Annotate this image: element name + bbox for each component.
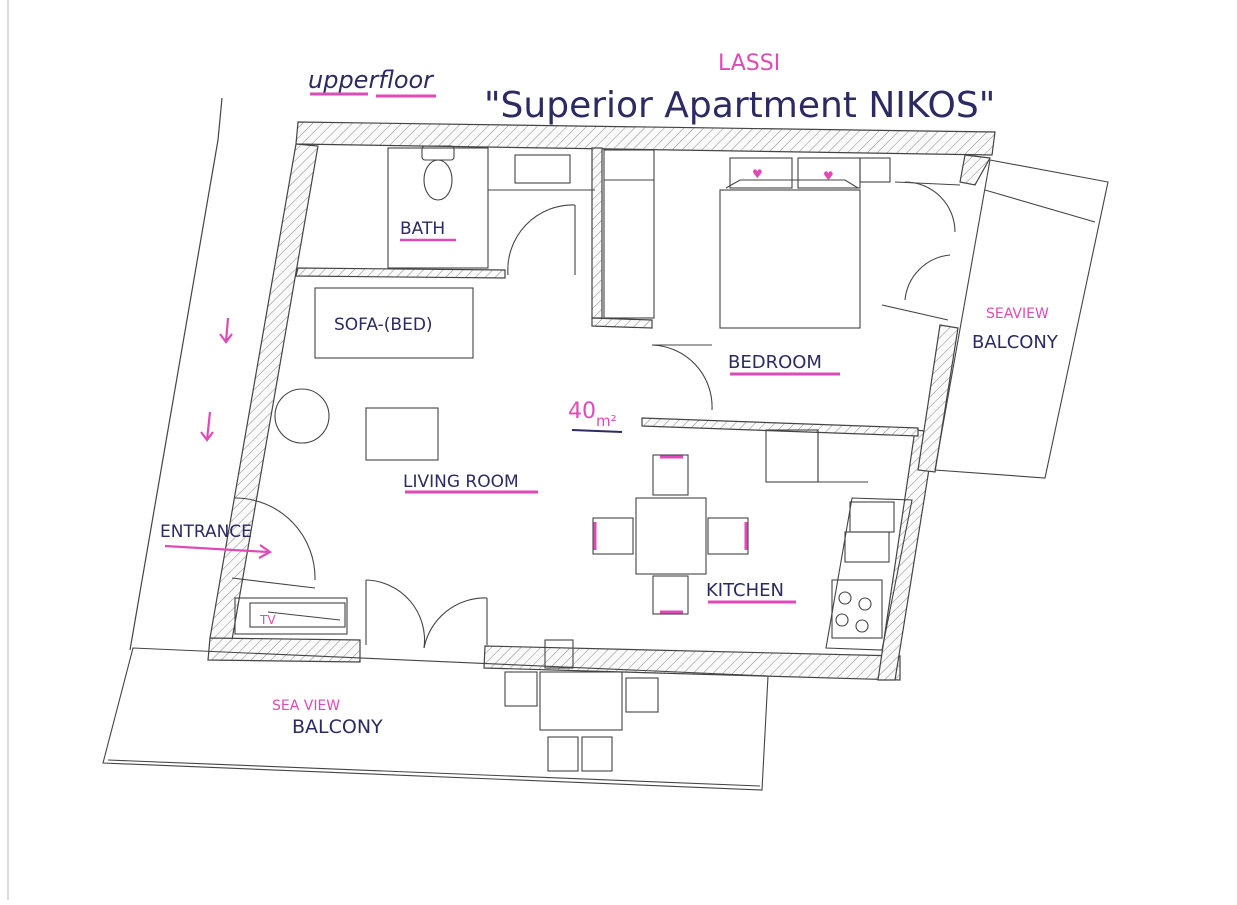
heart-icon: ♥ bbox=[752, 167, 763, 181]
walls bbox=[207, 121, 996, 681]
room-label-bath: BATH bbox=[400, 219, 445, 239]
right-balcony-note: SEAVIEW bbox=[986, 306, 1049, 322]
right-balcony-label: BALCONY bbox=[972, 332, 1059, 353]
street-line-outer bbox=[129, 139, 219, 651]
room-label-kitchen: KITCHEN bbox=[706, 580, 784, 601]
page-title: "Superior Apartment NIKOS" bbox=[484, 85, 995, 126]
location-label: LASSI bbox=[718, 51, 780, 76]
bottom-balcony-label: BALCONY bbox=[292, 716, 383, 738]
tv-label: TV bbox=[259, 613, 276, 627]
area-value: 40 bbox=[568, 399, 596, 424]
room-label-sofa-bed: SOFA-(BED) bbox=[334, 315, 433, 335]
toilet-icon bbox=[421, 145, 455, 201]
entrance-arrows bbox=[164, 317, 273, 559]
heart-icon: ♥ bbox=[823, 169, 834, 183]
room-label-bedroom: BEDROOM bbox=[728, 352, 822, 373]
room-label-living-room: LIVING ROOM bbox=[403, 472, 519, 492]
chair-highlights bbox=[593, 455, 748, 614]
area-underline bbox=[571, 429, 623, 433]
area-unit: m² bbox=[596, 412, 617, 430]
bottom-balcony-note: SEA VIEW bbox=[272, 698, 340, 714]
street-line-top bbox=[217, 97, 223, 141]
interior-lines bbox=[102, 147, 1109, 791]
floor-label: upperfloor bbox=[308, 66, 435, 94]
room-label-entrance: ENTRANCE bbox=[160, 522, 252, 542]
